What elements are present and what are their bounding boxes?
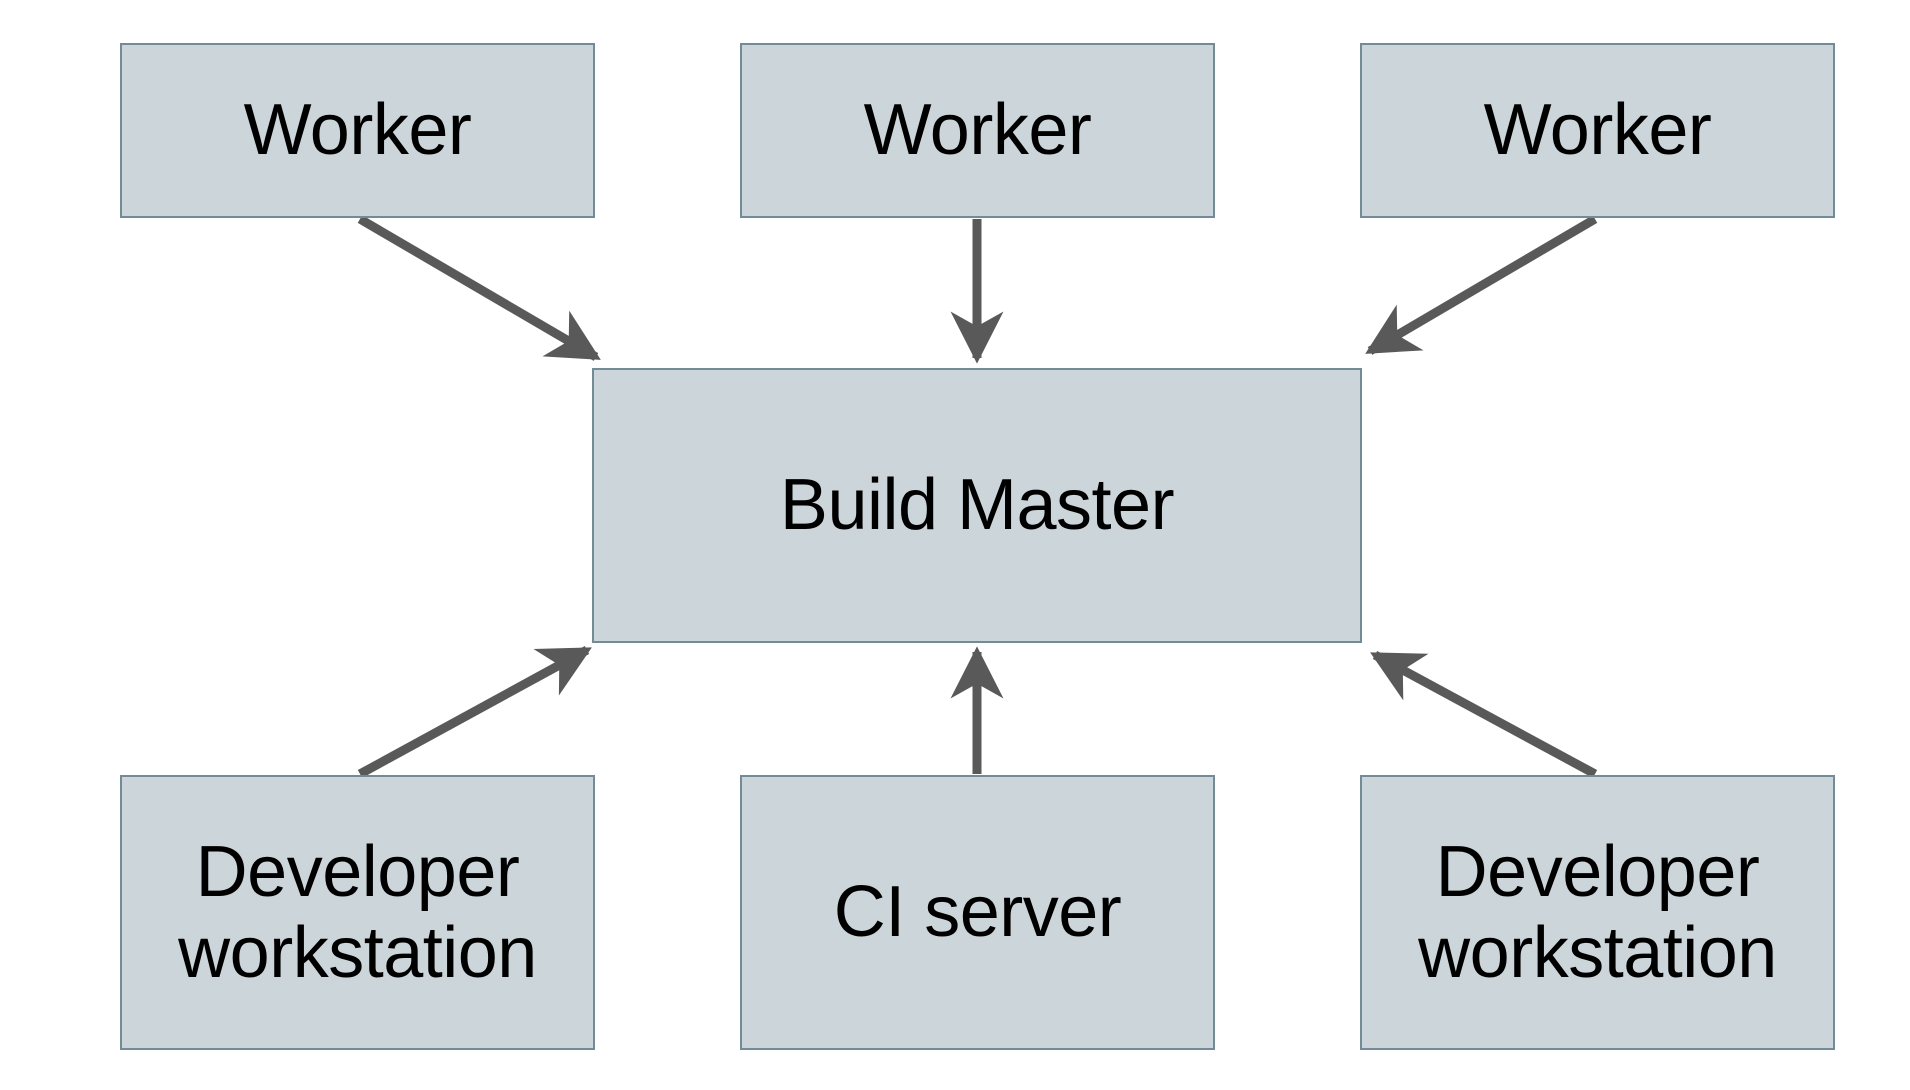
- edge-dev-ws-2-to-build-master: [1370, 651, 1598, 778]
- node-build-master-label: Build Master: [779, 465, 1175, 546]
- node-worker-3[interactable]: Worker: [1360, 43, 1835, 218]
- edge-worker-3-to-build-master: [1365, 215, 1598, 355]
- node-developer-workstation-2[interactable]: Developer workstation: [1360, 775, 1835, 1050]
- node-developer-workstation-1[interactable]: Developer workstation: [120, 775, 595, 1050]
- node-worker-3-label: Worker: [1483, 90, 1712, 171]
- node-worker-2-label: Worker: [863, 90, 1092, 171]
- node-developer-workstation-2-label: Developer workstation: [1418, 831, 1777, 993]
- node-ci-server[interactable]: CI server: [740, 775, 1215, 1050]
- node-worker-1-label: Worker: [243, 90, 472, 171]
- node-developer-workstation-1-label: Developer workstation: [178, 831, 537, 993]
- node-worker-2[interactable]: Worker: [740, 43, 1215, 218]
- node-ci-server-label: CI server: [833, 872, 1122, 953]
- node-build-master[interactable]: Build Master: [592, 368, 1362, 643]
- edge-worker-1-to-build-master: [357, 215, 601, 361]
- edge-dev-ws-1-to-build-master: [357, 646, 592, 778]
- node-worker-1[interactable]: Worker: [120, 43, 595, 218]
